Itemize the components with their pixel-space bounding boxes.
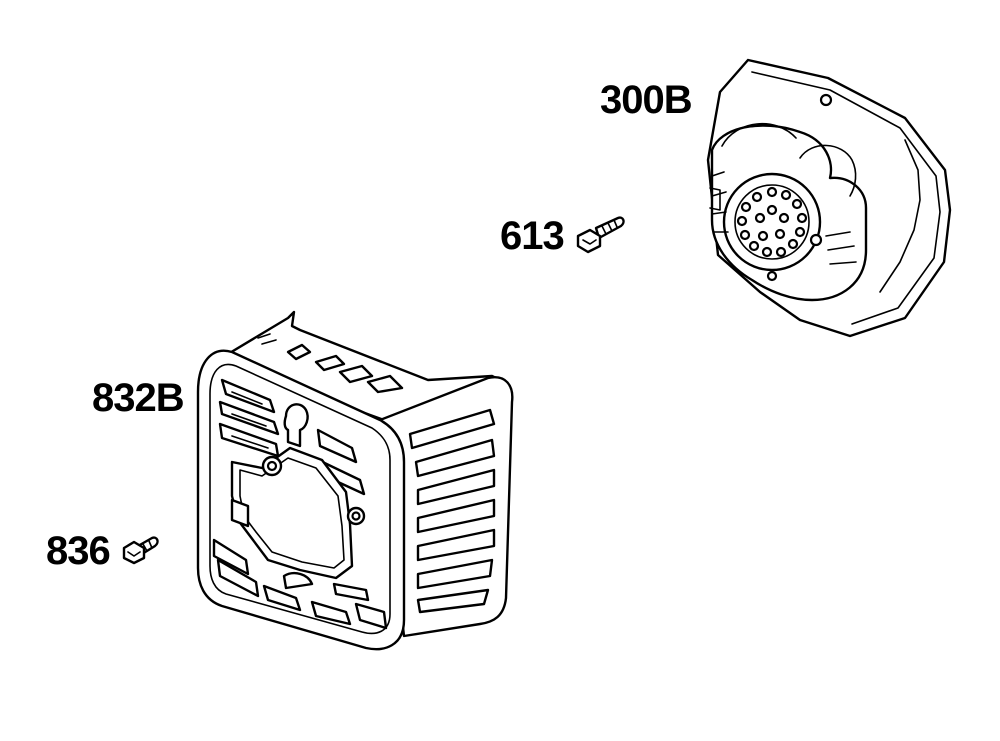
callout-label-836: 836 (46, 529, 111, 573)
screw-836 (122, 536, 159, 565)
muffler-guard (196, 310, 514, 651)
muffler (706, 58, 952, 338)
callout-label-832b: 832B (92, 376, 185, 420)
screw-613 (576, 216, 625, 254)
guard-side-slots (408, 408, 496, 614)
callout-label-300b: 300B (600, 78, 693, 122)
callout-label-613: 613 (500, 214, 565, 258)
muffler-outlet-holes (736, 186, 808, 258)
